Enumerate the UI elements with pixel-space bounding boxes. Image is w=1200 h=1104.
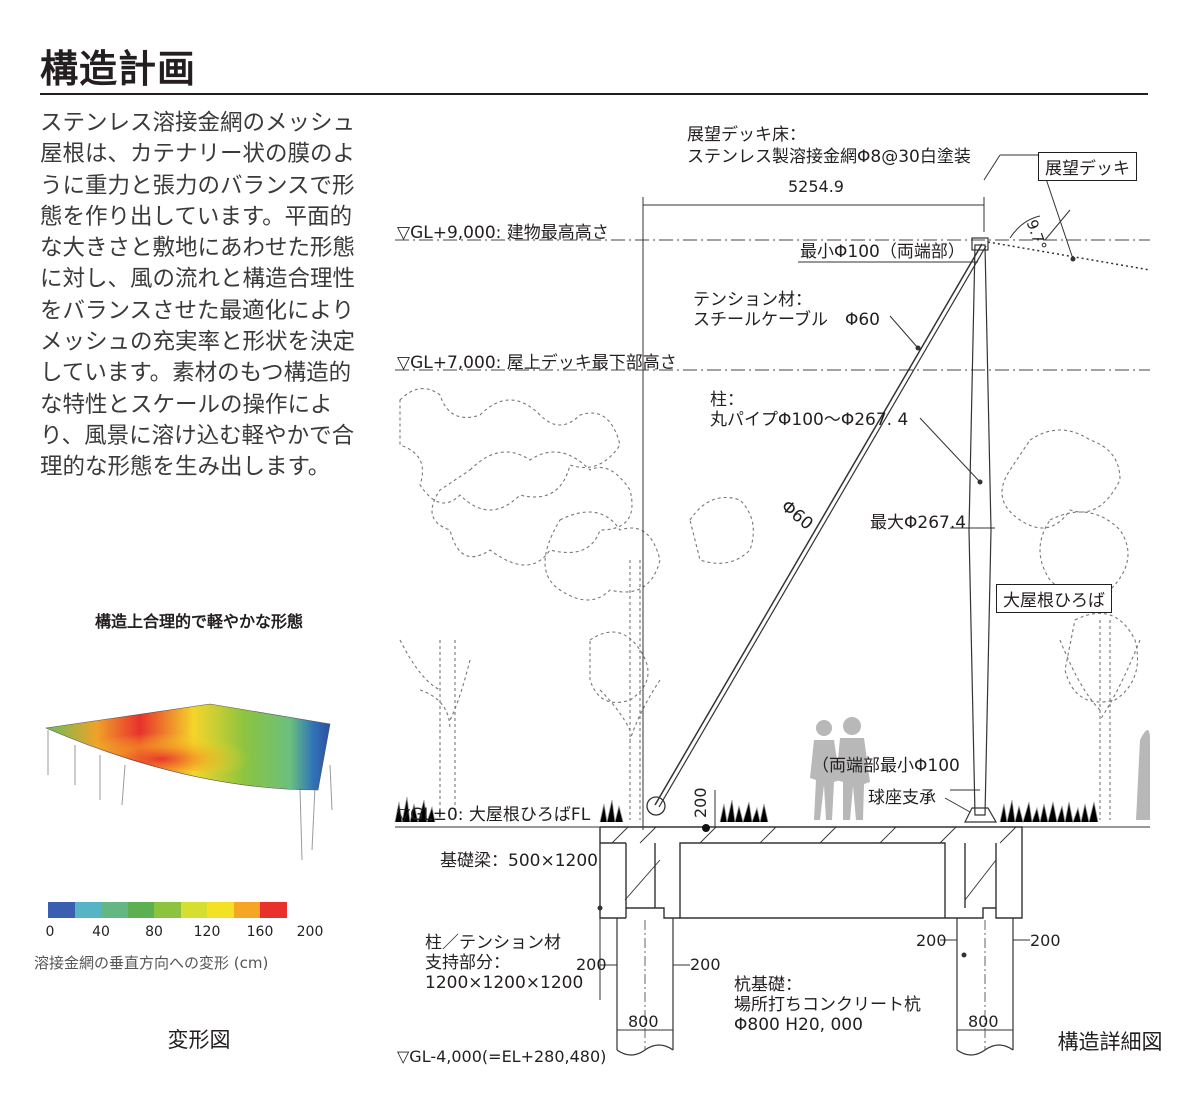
bearing-label: 球座支承 [868, 788, 936, 808]
background-trees [399, 388, 1141, 820]
tension-label-2: スチールケーブル Φ60 [693, 309, 880, 330]
scale-swatch [74, 902, 101, 918]
scale-ticks: 0 40 80 120 160 200 [45, 924, 328, 944]
column-label-1: 柱： [710, 390, 744, 410]
pile-dim-right: 800 [968, 1012, 999, 1031]
scale-tick-label: 0 [45, 924, 55, 940]
dim-200-right-a: 200 [916, 931, 947, 950]
max-diameter-label: 最大Φ267.4 [870, 513, 966, 533]
support-label-1: 柱／テンション材 [425, 933, 561, 953]
grass-hatching [394, 796, 1099, 824]
support-label-2: 支持部分： [425, 953, 510, 973]
beam-label: 基礎梁：500×1200 [440, 851, 598, 871]
scale-swatch [48, 902, 75, 918]
cable-anchor [646, 796, 666, 816]
deformation-heading: 構造上合理的で軽やかな形態 [94, 612, 303, 631]
spherical-bearing [964, 807, 998, 823]
deformation-caption: 変形図 [167, 1028, 231, 1052]
angle-label: 9.7° [1023, 217, 1051, 253]
scale-swatch [154, 902, 181, 918]
detail-caption: 構造詳細図 [1057, 1030, 1163, 1054]
level-gl0: ▽GL±0: 大屋根ひろばFL [397, 805, 591, 825]
span-dimension: 5254.9 [788, 177, 844, 196]
level-gl-minus: ▽GL-4,000(=EL+280,480) [397, 1047, 606, 1066]
column-top-cap [971, 237, 989, 251]
deck-floor-label-2: ステンレス製溶接金網Φ8@30白塗装 [687, 146, 971, 167]
tension-label-1: テンション材： [693, 290, 812, 310]
deformation-diagram [44, 703, 333, 861]
scale-tick-label: 40 [92, 924, 110, 940]
deformation-posts [47, 730, 333, 861]
dimension-lines [642, 154, 1074, 830]
color-scale-legend: 0 40 80 120 160 200 溶接金網の垂直方向への変形 (cm) [34, 902, 328, 973]
level-gl9000: ▽GL+9,000: 建物最高高さ [397, 223, 609, 243]
scale-tick-label: 80 [145, 924, 163, 940]
deck-label-box: 展望デッキ [1038, 152, 1137, 181]
pile-label-1: 杭基礎： [734, 975, 802, 995]
cable-diameter-label: Φ60 [777, 497, 817, 535]
foundation-beam [599, 826, 1023, 919]
page-title: 構造計画 [40, 47, 197, 91]
column-label-2: 丸パイプΦ100～Φ267. 4 [710, 410, 908, 430]
scale-unit-label: 溶接金網の垂直方向への変形 (cm) [34, 954, 269, 972]
dim-200-left-b: 200 [690, 955, 721, 974]
pile-dim-left: 800 [628, 1012, 659, 1031]
deck-floor-label-1: 展望デッキ床： [687, 124, 806, 145]
people-silhouettes [810, 717, 1150, 820]
pile-label-2: 場所打ちコンクリート杭 [734, 995, 921, 1015]
color-scale-bar [48, 902, 328, 918]
dim-200-left-a: 200 [576, 955, 607, 974]
scale-swatch [207, 902, 234, 918]
roof-plaza-label-box: 大屋根ひろば [996, 584, 1112, 613]
title-divider [40, 93, 1148, 95]
dim-200-right-b: 200 [1030, 931, 1061, 950]
scale-swatch [101, 902, 128, 918]
tension-cable [654, 243, 983, 806]
scale-tick-label: 200 [296, 924, 324, 940]
scale-swatch [260, 902, 287, 918]
dim-200-vertical: 200 [691, 787, 710, 818]
beam-hatch [611, 826, 1017, 901]
pile-label-3: Φ800 H20, 000 [734, 1015, 863, 1035]
scale-tick-label: 160 [246, 924, 274, 940]
min-bottom-label: （両端部最小Φ100 [812, 756, 960, 776]
scale-swatch [233, 902, 260, 918]
level-gl7000: ▽GL+7,000: 屋上デッキ最下部高さ [397, 352, 677, 373]
support-label-3: 1200×1200×1200 [425, 973, 583, 993]
level-lines [395, 239, 1150, 371]
scale-swatch [180, 902, 207, 918]
scale-swatch [127, 902, 154, 918]
steel-column [968, 244, 992, 816]
min-top-label: 最小Φ100（両端部） [800, 242, 965, 262]
scale-tick-label: 120 [193, 924, 221, 940]
intro-paragraph: ステンレス溶接金網のメッシュ屋根は、カテナリー状の膜のように重力と張力のバランス… [40, 110, 356, 481]
